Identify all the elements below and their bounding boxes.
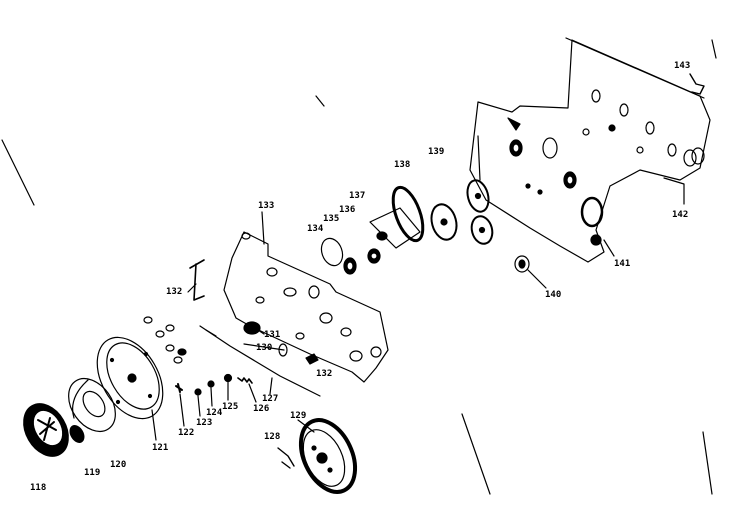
- part-127-linkage: [199, 325, 321, 397]
- callout-120: 120: [110, 460, 127, 470]
- callout-137: 137: [349, 191, 366, 201]
- part-128-screw: [277, 447, 295, 469]
- callout-143: 143: [674, 61, 691, 71]
- part-135-hub: [343, 257, 357, 275]
- part-126-spring: [237, 377, 257, 403]
- part-140-bushing: [514, 255, 547, 289]
- callout-125: 125: [222, 402, 239, 412]
- callout-141: 141: [614, 259, 631, 269]
- part-123-screw: [194, 388, 202, 417]
- callout-118: 118: [30, 483, 47, 493]
- callout-132-lower: 132: [316, 369, 333, 379]
- scan-mark-bottom: [461, 413, 491, 495]
- callout-127: 127: [262, 394, 279, 404]
- part-129-gear-disc: [297, 418, 358, 494]
- part-130-shaft: [243, 343, 288, 357]
- callout-128: 128: [264, 432, 281, 442]
- callout-138: 138: [394, 160, 411, 170]
- callout-126: 126: [253, 404, 270, 414]
- part-120-flange: [68, 378, 116, 432]
- part-132-pin: [187, 259, 205, 301]
- part-143-fastener: [689, 73, 705, 95]
- spacer-stack: [143, 316, 187, 364]
- callout-130: 130: [256, 343, 273, 353]
- scan-mark-right-bottom: [702, 431, 713, 495]
- scan-mark-top: [315, 95, 325, 107]
- part-119-collar: [69, 425, 85, 443]
- scan-mark-left: [1, 139, 35, 206]
- part-136-hub: [367, 248, 381, 264]
- callout-142: 142: [672, 210, 689, 220]
- callout-139: 139: [428, 147, 445, 157]
- callout-123: 123: [196, 418, 213, 428]
- part-118-knob: [23, 403, 69, 457]
- part-122-screw: [175, 383, 185, 427]
- part-139-pulley: [466, 135, 494, 245]
- callout-124: 124: [206, 408, 223, 418]
- scan-mark-right: [711, 39, 717, 59]
- callout-129: 129: [290, 411, 307, 421]
- part-138-pulley: [430, 203, 458, 241]
- callout-122: 122: [178, 428, 195, 438]
- callout-133: 133: [258, 201, 275, 211]
- callout-132-upper: 132: [166, 287, 183, 297]
- part-137-drum: [369, 185, 425, 249]
- callout-119: 119: [84, 468, 101, 478]
- callout-135: 135: [323, 214, 340, 224]
- callout-140: 140: [545, 290, 562, 300]
- part-124-washer: [207, 380, 215, 407]
- part-121-dial-plate: [96, 336, 164, 441]
- part-133-plate: [223, 211, 389, 383]
- part-142-chassis: [469, 37, 711, 263]
- callout-121: 121: [152, 443, 169, 453]
- callout-134: 134: [307, 224, 324, 234]
- part-134-disc: [320, 237, 344, 267]
- callout-131: 131: [264, 330, 281, 340]
- callout-136: 136: [339, 205, 356, 215]
- part-125-nut: [223, 373, 233, 401]
